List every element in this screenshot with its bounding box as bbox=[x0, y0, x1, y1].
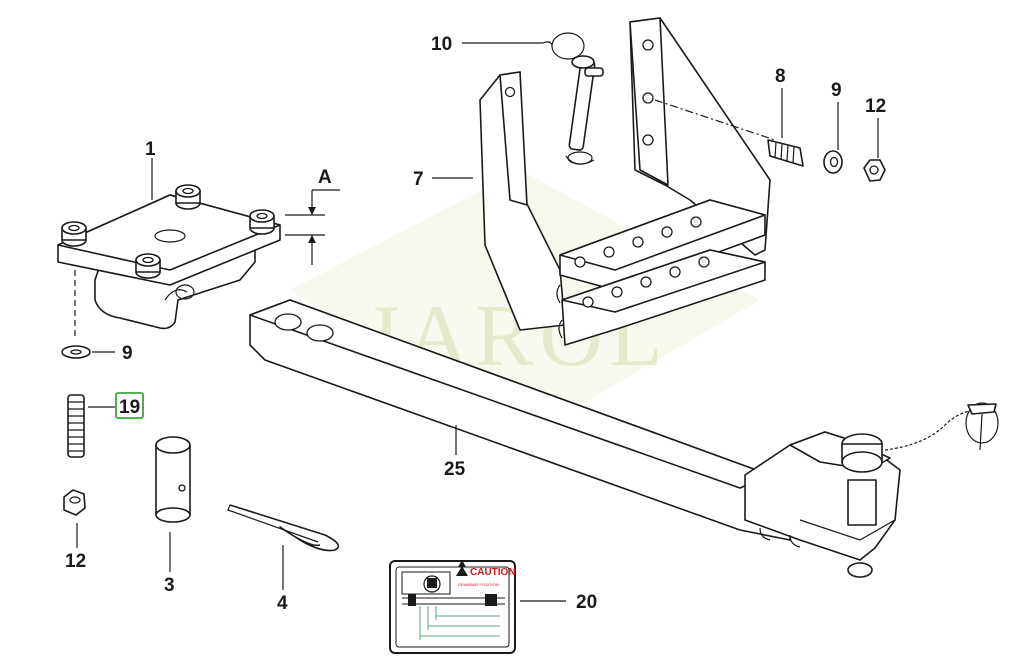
decal-title: CAUTION bbox=[470, 567, 516, 578]
part-20-caution-decal[interactable]: CAUTION DRAWBAR POSITION bbox=[389, 560, 516, 654]
callout-10[interactable]: 10 bbox=[431, 34, 452, 55]
callout-19[interactable]: 19 bbox=[119, 397, 140, 418]
callout-1[interactable]: 1 bbox=[145, 139, 156, 160]
part-4-hair-pin[interactable] bbox=[227, 504, 340, 552]
part-8-bolt[interactable] bbox=[767, 139, 804, 167]
part-10-pin-with-ring[interactable] bbox=[551, 32, 604, 165]
centerline bbox=[654, 99, 776, 141]
dimension-a bbox=[285, 189, 340, 265]
dimension-a-label: A bbox=[318, 167, 332, 188]
part-9-washer-right[interactable] bbox=[823, 150, 843, 174]
callout-9-left[interactable]: 9 bbox=[122, 343, 133, 364]
part-3-hitch-pin[interactable] bbox=[155, 436, 191, 523]
part-12-nut-right[interactable] bbox=[863, 159, 886, 182]
callout-20[interactable]: 20 bbox=[576, 592, 597, 613]
part-25-drawbar[interactable] bbox=[249, 299, 999, 578]
callout-4[interactable]: 4 bbox=[277, 593, 288, 614]
warning-icon bbox=[456, 566, 468, 576]
callout-25[interactable]: 25 bbox=[444, 459, 466, 480]
warning-icon bbox=[458, 560, 466, 567]
decal-subtitle: DRAWBAR POSITION bbox=[458, 582, 499, 587]
part-9-washer-left[interactable] bbox=[61, 345, 91, 359]
callout-12-right[interactable]: 12 bbox=[865, 96, 886, 117]
part-1-hitch-plate[interactable] bbox=[57, 184, 281, 330]
callout-12-left[interactable]: 12 bbox=[65, 551, 86, 572]
callout-19-highlight bbox=[115, 392, 144, 419]
callout-7[interactable]: 7 bbox=[413, 169, 424, 190]
callout-8[interactable]: 8 bbox=[775, 66, 786, 87]
callout-3[interactable]: 3 bbox=[164, 575, 175, 596]
part-19-stud[interactable] bbox=[67, 394, 85, 458]
part-12-nut-left[interactable] bbox=[63, 489, 86, 516]
callout-9-right[interactable]: 9 bbox=[831, 80, 842, 101]
part-7-drawbar-frame[interactable] bbox=[479, 17, 771, 346]
leader-lines bbox=[76, 41, 879, 602]
